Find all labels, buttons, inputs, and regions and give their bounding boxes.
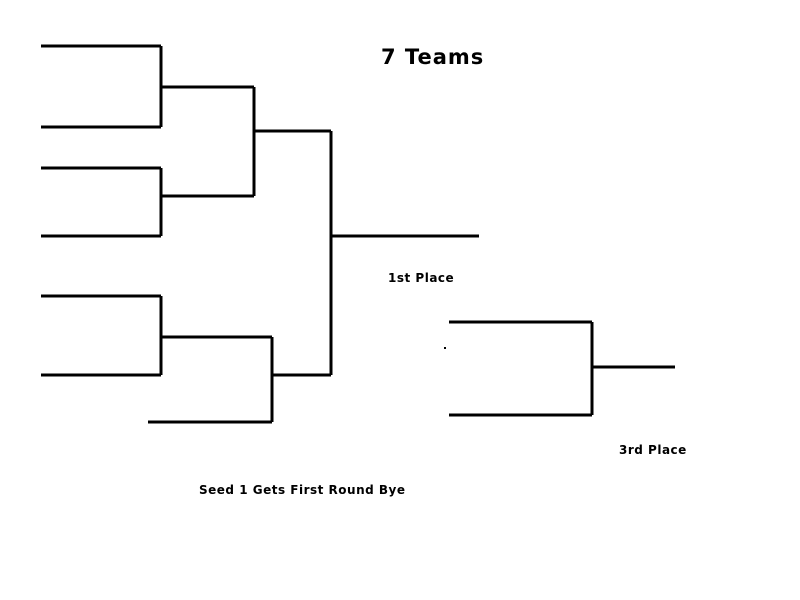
page-title: 7 Teams bbox=[381, 45, 485, 69]
first-place-label: 1st Place bbox=[388, 271, 455, 285]
bye-note-label: Seed 1 Gets First Round Bye bbox=[199, 483, 406, 497]
third-place-label: 3rd Place bbox=[619, 443, 687, 457]
artifact-stray-mark bbox=[444, 347, 446, 349]
